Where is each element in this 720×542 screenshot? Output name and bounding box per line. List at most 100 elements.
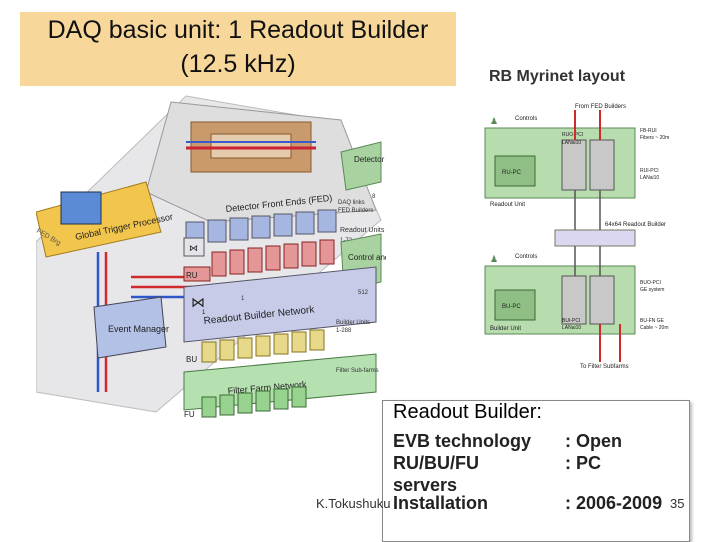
controls-top-label: Controls xyxy=(515,116,537,122)
fu-label: FU xyxy=(184,410,195,419)
n288-label: 1-288 xyxy=(336,328,352,334)
event-manager-label: Event Manager xyxy=(108,324,169,334)
info-heading: Readout Builder: xyxy=(393,401,542,423)
ru-unit xyxy=(283,243,299,269)
ru-unit xyxy=(319,239,335,265)
ruo-pci-label: RUO-PCI xyxy=(562,132,583,138)
lanai10-right-label: LANai10 xyxy=(640,175,659,181)
fed-count-label: 8 xyxy=(372,194,376,200)
bu-unit xyxy=(201,341,217,363)
rb-layout-title: RB Myrinet layout xyxy=(489,68,626,85)
bu-unit xyxy=(255,335,271,357)
rui-pci-card xyxy=(589,139,615,191)
bu-unit xyxy=(273,333,289,355)
bu-unit xyxy=(309,329,325,351)
footer-page-number: 35 xyxy=(670,496,685,511)
bu-row xyxy=(201,329,325,363)
bui-pci-card xyxy=(561,275,587,325)
fb-rui-label: FB-RUI xyxy=(640,128,657,134)
readout-builder-info: Readout Builder: EVB technology : Open R… xyxy=(382,400,690,542)
fed-builder-unit xyxy=(251,215,271,239)
daq-links-label: DAQ links xyxy=(338,200,365,206)
info-row-label: EVB technology xyxy=(393,431,532,451)
ru-unit xyxy=(211,251,227,277)
info-row-value: : Open xyxy=(565,431,622,451)
buo-pci-card xyxy=(589,275,615,325)
bu-label: BU xyxy=(186,355,197,364)
ru-row xyxy=(211,239,335,277)
bu-unit xyxy=(237,337,253,359)
rb-network-box xyxy=(183,266,377,343)
filter-subfarms-label: Filter Sub-farms xyxy=(336,368,379,374)
bu-pc-box xyxy=(494,289,536,321)
lanai10-bottom-label: LANai10 xyxy=(562,325,581,331)
readout-unit-label: Readout Unit xyxy=(490,202,525,208)
buo-pci-label: BUO-PCI xyxy=(640,280,661,286)
fed-builder-unit xyxy=(295,211,315,235)
controls-bottom-icon: ♟ xyxy=(490,254,498,264)
slide-title-line2: (12.5 kHz) xyxy=(180,50,296,78)
info-row-label: RU/BU/FU xyxy=(393,453,479,473)
rb-myrinet-diagram: From FED Builders Controls ♟ RU-PC RUO-P… xyxy=(484,104,669,370)
rb-count-label: 1 xyxy=(241,296,245,302)
switch-icon: ⋈ xyxy=(189,243,198,253)
cable-label: Cable ~ 20m xyxy=(640,325,669,331)
bu-pc-label: BU-PC xyxy=(502,304,521,310)
rb-one-label: 1 xyxy=(202,310,206,316)
fu-unit xyxy=(255,390,271,412)
builder-unit-label: Builder Unit xyxy=(490,326,521,332)
rb-512-label: 512 xyxy=(358,290,369,296)
control-monitor-label: Control and Monitor xyxy=(348,253,386,262)
detector-controls-label: Detector Controls xyxy=(354,155,386,164)
bui-pci-label: BUI-PCI xyxy=(562,318,580,324)
fu-unit xyxy=(273,388,289,410)
ruo-pci-card xyxy=(561,139,587,191)
bu-unit xyxy=(291,331,307,353)
ru-label: RU xyxy=(186,271,198,280)
ru-unit xyxy=(229,249,245,275)
rb64-switch xyxy=(554,229,636,247)
footer-author: K.Tokushuku xyxy=(316,496,391,511)
from-fed-builders-label: From FED Builders xyxy=(575,104,626,110)
fed-builder-unit xyxy=(229,217,249,241)
ru-pc-label: RU-PC xyxy=(502,170,522,176)
fibers-label: Fibers ~ 20m xyxy=(640,135,669,141)
fu-unit xyxy=(201,396,217,418)
bu-fn-ge-label: BU-FN GE xyxy=(640,318,665,324)
fed-builders-label: FED Builders xyxy=(338,208,373,214)
fed-builder-unit xyxy=(207,219,227,243)
switch-block xyxy=(183,237,205,257)
lanai10-top-label: LANai10 xyxy=(562,140,581,146)
fed-builder-unit xyxy=(317,209,337,233)
controls-bottom-label: Controls xyxy=(515,254,537,260)
ru-block xyxy=(183,266,211,282)
info-row-value: : 2006-2009 xyxy=(565,493,663,513)
daq-architecture-diagram: Detector Controls Detector Front Ends (F… xyxy=(36,95,386,419)
info-row-value: : PC xyxy=(565,453,601,473)
ge-system-label: GE system xyxy=(640,287,664,293)
bu-unit xyxy=(219,339,235,361)
to-filter-label: To Filter Subfarms xyxy=(580,364,629,370)
event-manager-box xyxy=(93,296,167,359)
fu-unit xyxy=(237,392,253,414)
ru-unit xyxy=(265,245,281,271)
rb64-label: 64x64 Readout Builder xyxy=(605,222,666,228)
fu-unit xyxy=(219,394,235,416)
ru-unit xyxy=(301,241,317,267)
ru-pc-box xyxy=(494,155,536,187)
slide-title-line1: DAQ basic unit: 1 Readout Builder xyxy=(47,16,429,44)
detector-controls-box xyxy=(340,141,382,191)
ru-unit xyxy=(247,247,263,273)
info-row-label: Installation xyxy=(393,493,489,513)
info-row-label: servers xyxy=(393,475,458,495)
controls-top-icon: ♟ xyxy=(490,116,498,126)
trigger-crate xyxy=(60,191,102,225)
rb-switch-icon: ⋈ xyxy=(191,294,205,310)
fed-chip xyxy=(210,133,292,159)
rui-pci-label: RUI-PCI xyxy=(640,168,659,174)
readout-units-label: Readout Units xyxy=(340,227,385,234)
fu-unit xyxy=(291,386,307,408)
slide-title-box: DAQ basic unit: 1 Readout Builder (12.5 … xyxy=(20,12,456,86)
fu-row xyxy=(201,386,307,418)
builder-units-label: Builder Units xyxy=(336,320,370,326)
